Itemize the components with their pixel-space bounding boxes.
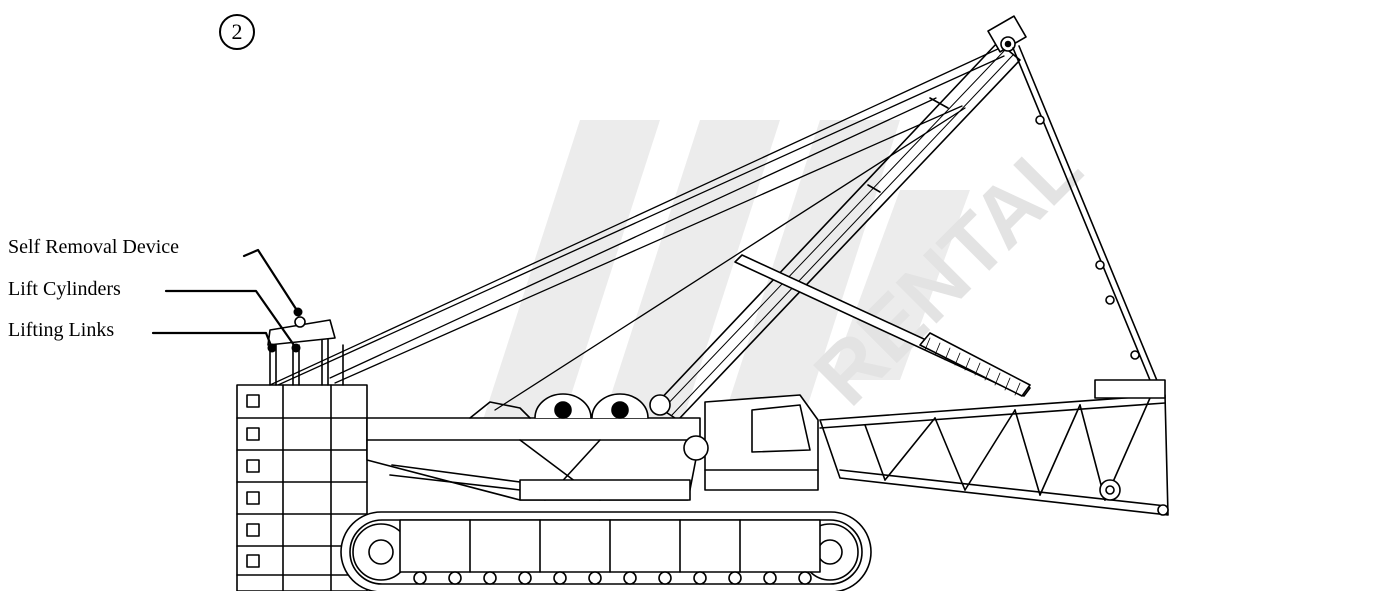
- callout-self-removal-device: Self Removal Device: [8, 236, 180, 258]
- crawler-track: [340, 511, 872, 591]
- step-number-badge: 2: [219, 14, 255, 50]
- callout-leaders: [151, 248, 300, 350]
- callout-lift-cylinders: Lift Cylinders: [8, 278, 121, 300]
- callout-lifting-links: Lifting Links: [8, 319, 115, 341]
- winch-drums: [469, 393, 649, 419]
- lattice-jib: [819, 379, 1169, 516]
- pendant-lines: [269, 47, 1005, 411]
- back-mast: [1012, 45, 1159, 386]
- main-boom: [649, 15, 1027, 421]
- operator-cab: [683, 394, 819, 491]
- callout-dots: [267, 307, 303, 353]
- luffing-cylinder: [734, 254, 1031, 397]
- upper-frame: [366, 417, 701, 501]
- counterweight-stack: [236, 316, 368, 591]
